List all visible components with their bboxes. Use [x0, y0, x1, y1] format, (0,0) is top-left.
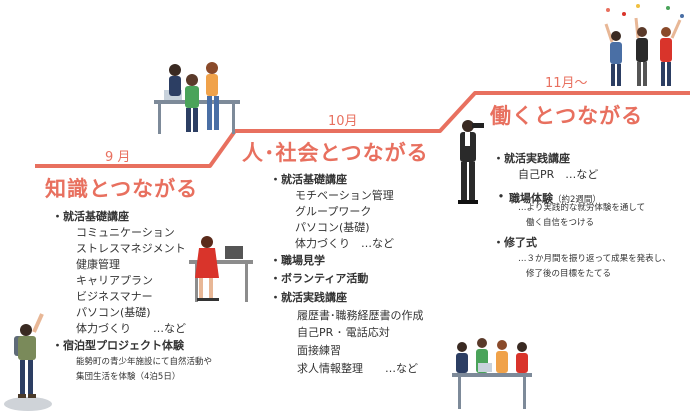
stage3-item: 自己PR …など — [518, 168, 599, 181]
stage3-item: …３か月間を振り返って成果を発表し、 — [518, 254, 671, 264]
stage3-heading-2-label: 職場体験 — [509, 192, 554, 205]
hiker-summit-icon — [4, 313, 52, 411]
woman-at-computer-icon — [189, 236, 253, 302]
stage3-month: 11月～ — [545, 76, 588, 91]
stage1-item: 体力づくり …など — [76, 322, 186, 335]
stage3-heading-2-note: （約2週間） — [553, 195, 601, 205]
stage1-month: 9 月 — [105, 150, 131, 165]
celebrating-group-icon — [604, 4, 684, 86]
stage3-heading-3: 修了式 — [493, 234, 537, 250]
stage2-item: パソコン(基礎) — [295, 221, 370, 234]
office-team-icon — [452, 338, 532, 409]
stage2-heading-4: 就活実践講座 — [270, 289, 347, 305]
stage2-item: グループワーク — [295, 205, 372, 218]
stage3-heading-1: 就活実践講座 — [493, 150, 570, 166]
stage1-heading-2: 宿泊型プロジェクト体験 — [52, 337, 184, 353]
stage1-item: 集団生活を体験（4泊5日） — [76, 372, 181, 382]
stage3-item: 働く自信をつける — [526, 218, 595, 228]
stage2-heading-3: ボランティア活動 — [270, 270, 368, 286]
stage1-item: 能勢町の青少年施設にて自然活動や — [76, 357, 213, 367]
team-meeting-icon — [154, 62, 240, 134]
stage2-item: 体力づくり …など — [295, 237, 394, 250]
stage3-item: 修了後の目標をたてる — [526, 269, 612, 279]
stage1-item: 健康管理 — [76, 258, 120, 271]
stage2-item: モチベーション管理 — [295, 189, 394, 202]
stage1-item: パソコン(基礎) — [76, 306, 151, 319]
stage2-heading-1: 就活基礎講座 — [270, 171, 347, 187]
stage3-item: …より実践的な就労体験を通して — [518, 203, 646, 213]
stage2-heading-2: 職場見学 — [270, 252, 325, 268]
stage3-heading-2: 職場体験（約2週間） — [493, 183, 601, 207]
stage2-title: 人･社会とつながる — [242, 141, 429, 165]
stage1-item: ストレスマネジメント — [76, 242, 186, 255]
stage2-item: 履歴書･職務経歴書の作成 — [297, 309, 424, 322]
stage2-month: 10月 — [328, 114, 358, 129]
stage1-title: 知識とつながる — [45, 177, 199, 201]
stage1-item: コミュニケーション — [76, 226, 175, 239]
stage1-item: キャリアプラン — [76, 274, 153, 287]
stage2-item: 求人情報整理 …など — [297, 362, 418, 375]
stage1-heading-1: 就活基礎講座 — [52, 208, 129, 224]
stage2-item: 面接練習 — [297, 344, 341, 357]
man-with-binoculars-icon — [458, 120, 484, 204]
stage2-item: 自己PR ･ 電話応対 — [297, 326, 390, 339]
stage1-item: ビジネスマナー — [76, 290, 153, 303]
stage3-title: 働くとつながる — [490, 104, 644, 128]
